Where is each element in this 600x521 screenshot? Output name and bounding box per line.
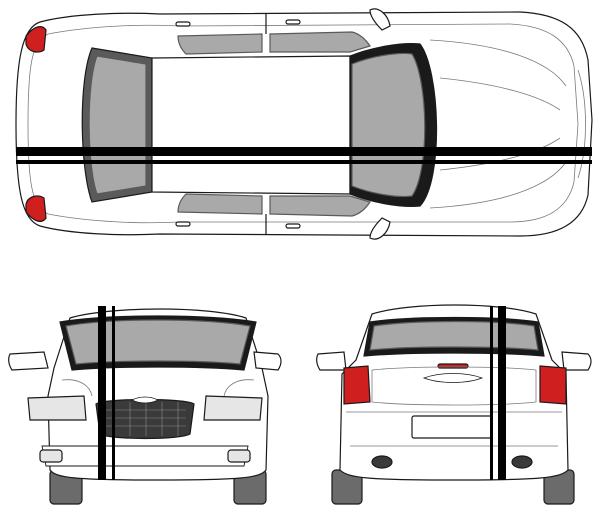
front-windshield-glass xyxy=(65,319,251,365)
rear-exhaust-right xyxy=(511,455,533,469)
front-fog-light-left xyxy=(39,449,63,463)
front-mirror-right xyxy=(253,351,282,371)
rear-tail-light-right xyxy=(539,365,567,405)
top-side-window-front-upper xyxy=(269,31,371,53)
rear-tail-light-left xyxy=(343,365,371,405)
top-tail-light-upper xyxy=(25,26,47,53)
top-door-handle-4 xyxy=(285,223,301,229)
top-tail-light-lower xyxy=(25,195,47,222)
top-view xyxy=(15,8,593,240)
front-stripe-2 xyxy=(112,306,115,480)
top-hood-center-upper xyxy=(439,77,561,111)
rear-window-glass xyxy=(369,320,539,351)
top-stripe-2 xyxy=(16,160,592,164)
rear-trunk-line xyxy=(371,366,537,406)
rear-license-plate xyxy=(411,415,493,439)
front-winged-badge xyxy=(131,396,159,404)
top-hood-line-lower xyxy=(429,161,567,209)
front-view xyxy=(8,306,282,505)
front-stripe-1 xyxy=(98,306,106,480)
top-front-bumper xyxy=(577,69,586,179)
rear-stripe-2 xyxy=(498,306,506,480)
top-windshield-glass xyxy=(351,52,426,198)
rear-mirror-right xyxy=(561,351,592,371)
rear-mirror-left xyxy=(316,351,347,371)
top-side-window-rear-lower xyxy=(177,193,263,215)
front-fog-light-right xyxy=(227,449,251,463)
top-door-handle-3 xyxy=(175,221,191,227)
front-headlight-right xyxy=(203,395,263,421)
rear-exhaust-left xyxy=(371,455,393,469)
rear-view xyxy=(316,304,592,505)
top-mirror-lower xyxy=(369,217,391,240)
front-mirror-left xyxy=(8,351,49,371)
top-hood-center-lower xyxy=(439,137,561,171)
top-rear-window-glass xyxy=(88,55,147,195)
top-hood-line-upper xyxy=(429,39,567,87)
top-mirror-upper xyxy=(369,8,391,31)
top-stripe-1 xyxy=(16,147,592,156)
front-hood-line-left xyxy=(61,379,93,397)
rear-winged-badge xyxy=(422,373,484,383)
front-lower-intake xyxy=(41,445,249,467)
top-side-window-front-lower xyxy=(269,195,371,217)
rear-stripe-1 xyxy=(490,306,493,480)
top-door-handle-1 xyxy=(175,21,191,27)
rear-bumper-line xyxy=(346,411,562,447)
front-headlight-left xyxy=(27,395,87,421)
top-door-handle-2 xyxy=(285,19,301,25)
front-hood-line-right xyxy=(223,379,255,397)
top-roof-panel xyxy=(151,55,351,195)
top-side-window-rear-upper xyxy=(177,33,263,55)
front-grille xyxy=(95,398,195,440)
